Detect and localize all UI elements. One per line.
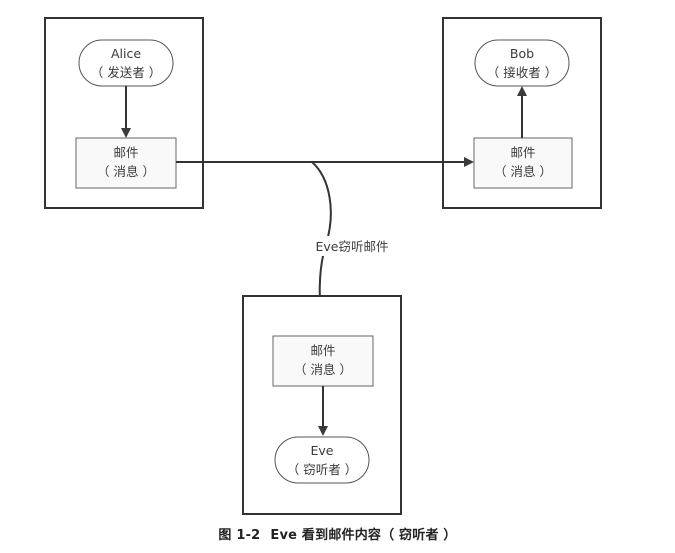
bob-role: （ 接收者 ） [487,65,557,80]
edge-label: Eve窃听邮件 [316,239,389,254]
alice-mail-title: 邮件 [113,145,138,160]
alice-mail-subtitle: （ 消息 ） [97,164,155,179]
figure-caption: 图 1-2 Eve 看到邮件内容（ 窃听者 ） [0,524,675,543]
caption-text: Eve 看到邮件内容（ 窃听者 ） [270,528,457,543]
caption-number: 图 1-2 [218,528,261,543]
bob-mail-box [473,137,573,189]
edge-label-bg [302,236,402,256]
eve-node [274,436,370,484]
alice-name: Alice [111,46,141,61]
alice-mail-box [75,137,177,189]
eve-mail-box [272,335,374,387]
eve-name: Eve [311,443,334,458]
eve-mail-title: 邮件 [310,343,335,358]
eve-mail-subtitle: （ 消息 ） [294,362,352,377]
bob-name: Bob [510,46,534,61]
bob-mail-title: 邮件 [510,145,535,160]
eve-role: （ 窃听者 ） [287,462,357,477]
bob-mail-subtitle: （ 消息 ） [494,164,552,179]
alice-role: （ 发送者 ） [91,65,161,80]
